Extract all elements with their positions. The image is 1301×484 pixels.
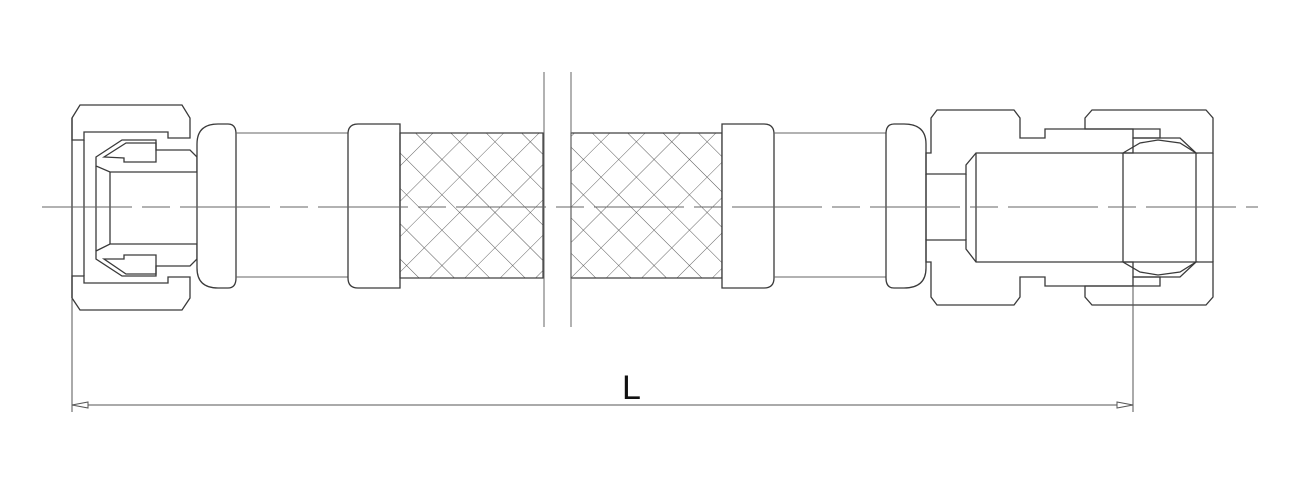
left-nut	[71, 104, 191, 311]
left-insert	[95, 139, 198, 277]
left-seal	[101, 142, 157, 275]
right-sleeve	[721, 123, 775, 289]
break-lines	[543, 72, 572, 327]
braid-left	[399, 132, 544, 279]
braid-right	[570, 132, 723, 279]
left-crimp-collar	[196, 123, 237, 289]
left-tube	[236, 132, 348, 278]
right-tube	[774, 132, 886, 278]
dimension-label: L	[622, 369, 641, 407]
right-crimp-collar	[885, 123, 927, 289]
left-sleeve	[347, 123, 401, 289]
dimension-L: L	[71, 286, 1134, 412]
